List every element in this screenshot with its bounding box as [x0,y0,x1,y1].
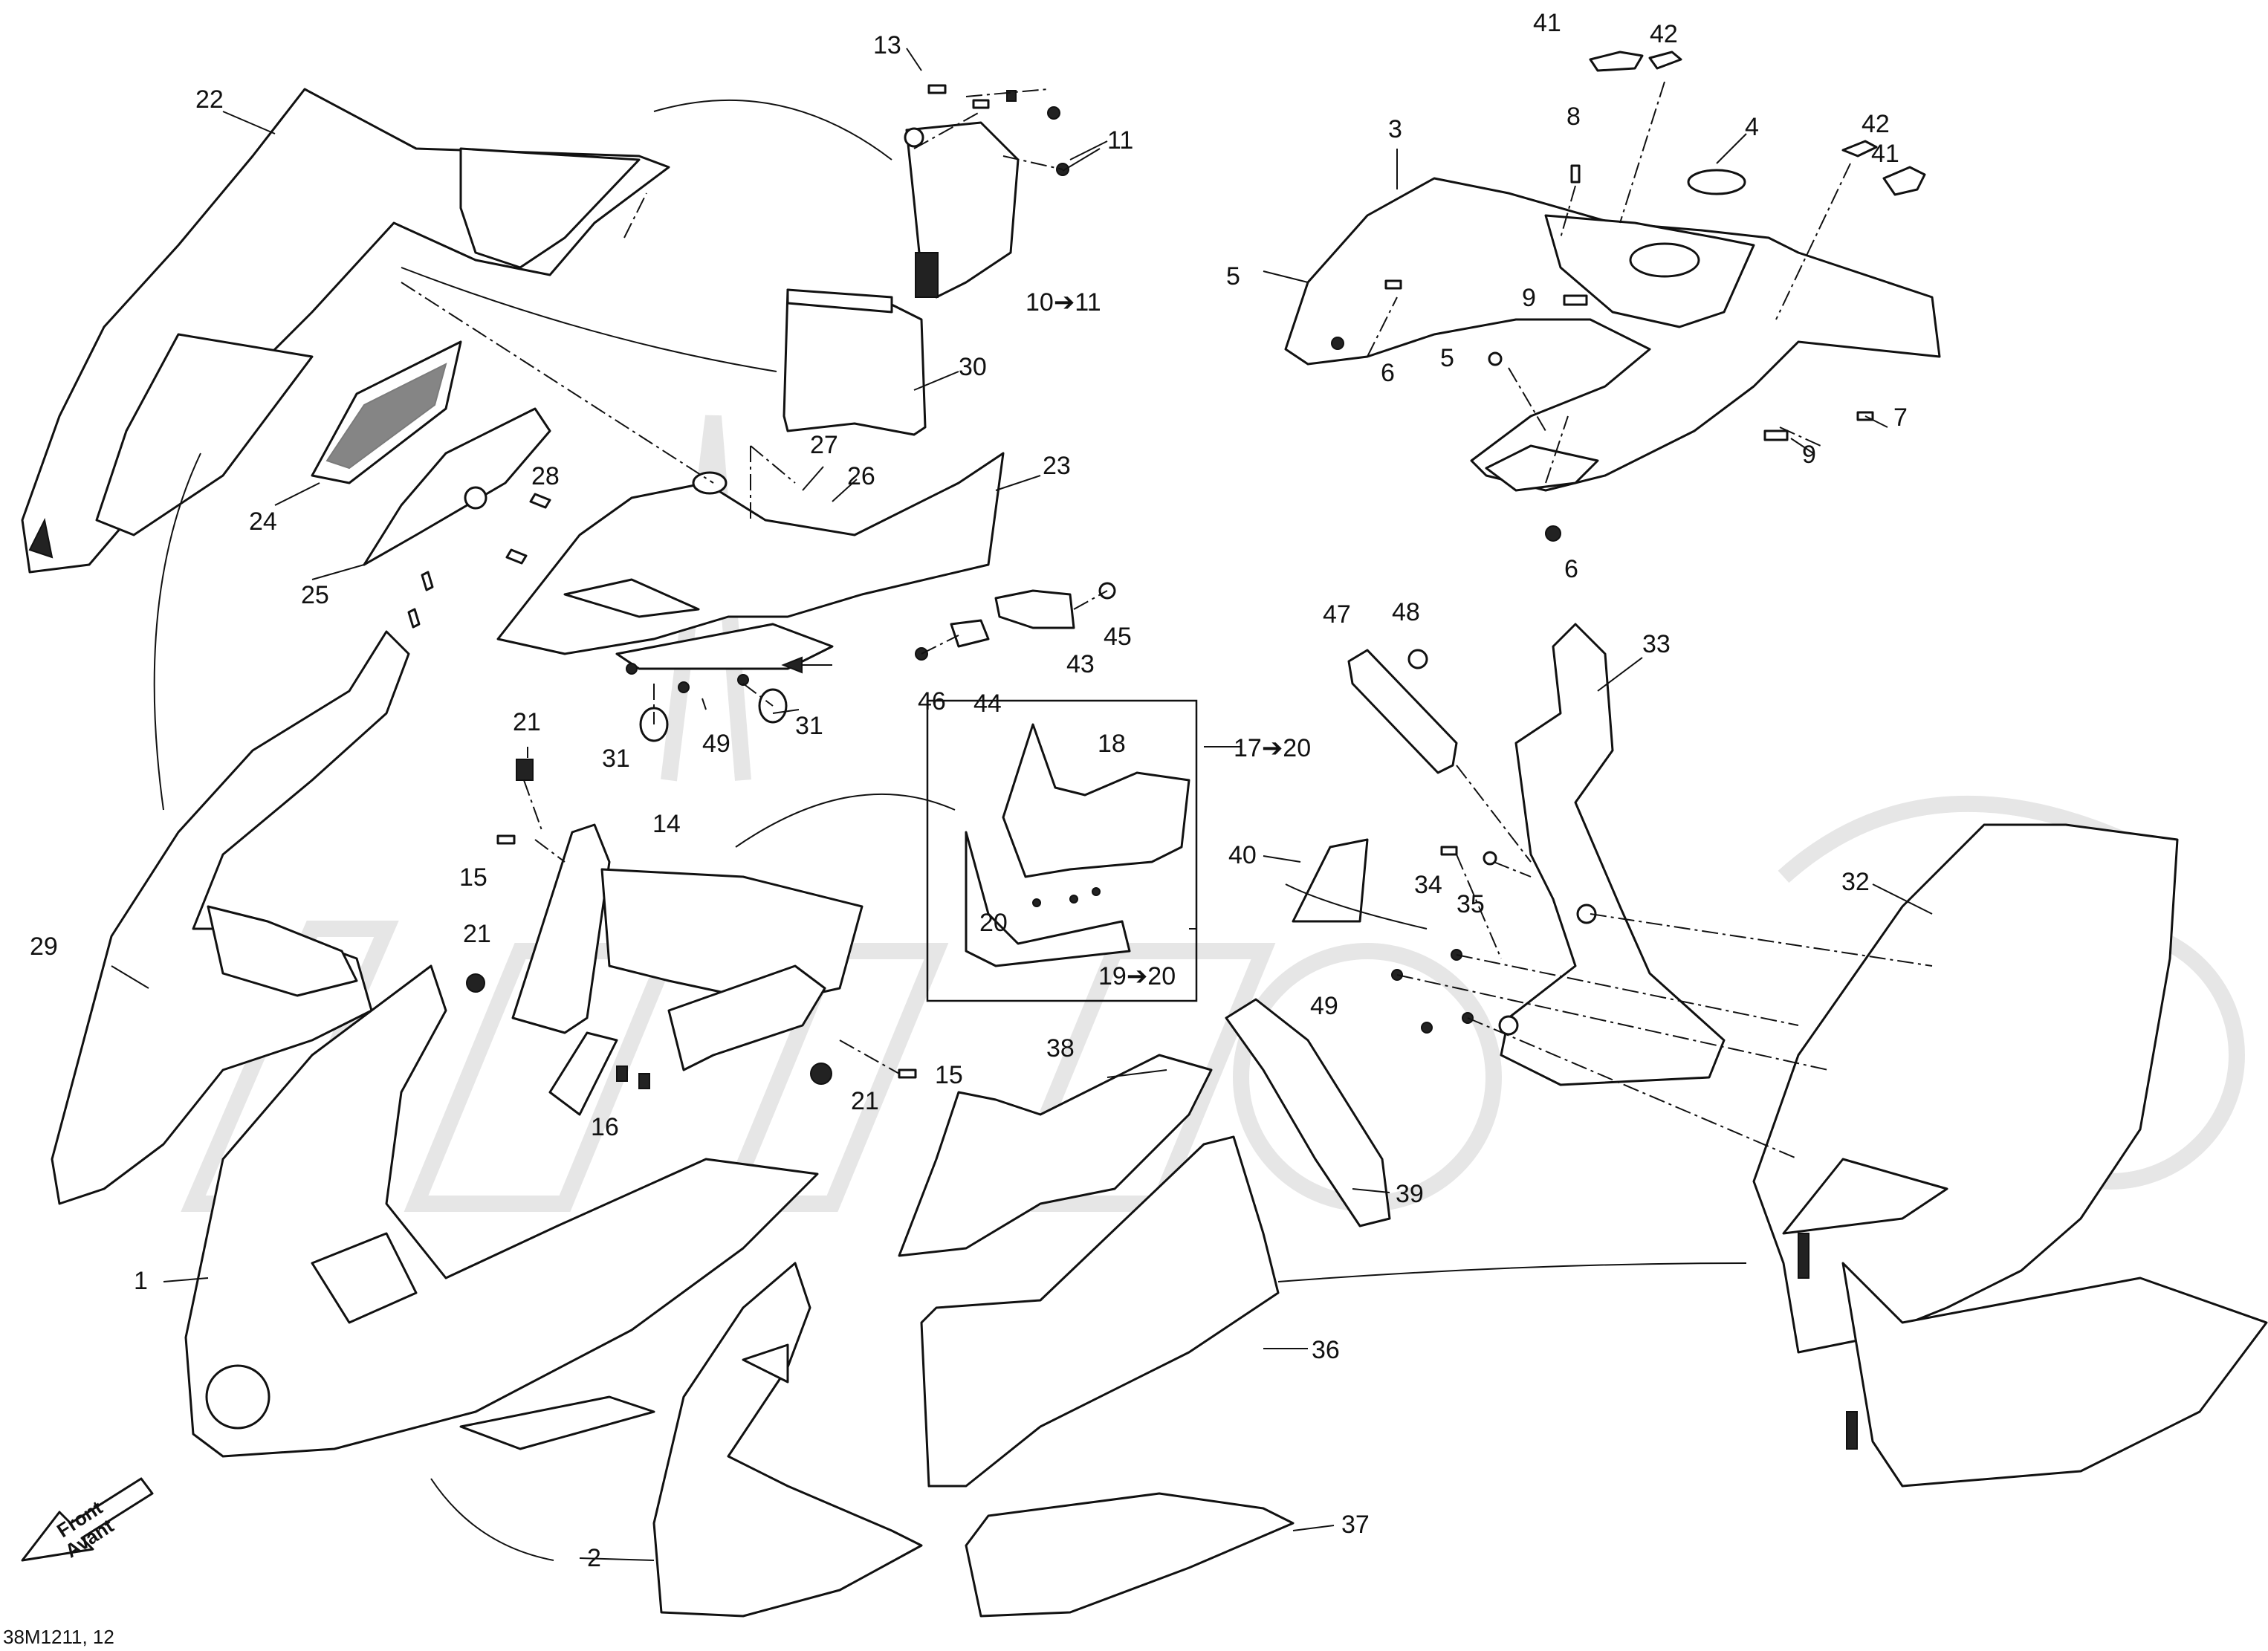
part-24-grille [311,340,462,484]
callout-8: 8 [1566,103,1581,131]
callout-41b: 41 [1871,140,1899,168]
front-direction-arrow: Front Avant [21,1477,154,1562]
callout-36: 36 [1312,1336,1340,1364]
part-2-lower-nose [652,1262,923,1618]
callout-46: 46 [918,687,946,716]
leader-lines [111,48,1933,1561]
part-23-frame [496,452,1005,742]
assembly-lines [401,81,1933,1160]
callout-labels: 1 2 3 4 5 5 6 6 7 8 9 9 10➔11 11 13 14 1… [30,9,1908,1572]
part-1-front-nose [184,964,819,1458]
assembly-arrows [153,99,1747,1561]
callout-39: 39 [1396,1180,1424,1208]
kit-17-20-box [926,699,1198,1002]
callout-30: 30 [959,353,987,381]
callout-32: 32 [1841,868,1870,896]
callout-31b: 31 [795,712,823,740]
callout-18: 18 [1098,730,1126,758]
callout-41a: 41 [1533,9,1561,37]
callout-10: 10➔11 [1026,288,1101,317]
callout-49b: 49 [1310,992,1338,1020]
callout-34: 34 [1414,871,1442,899]
callout-2: 2 [587,1544,601,1572]
callout-33: 33 [1642,630,1671,658]
callout-5a: 5 [1226,262,1240,291]
callout-47: 47 [1323,600,1351,629]
callout-4: 4 [1745,113,1759,141]
callout-38: 38 [1046,1034,1075,1063]
part-47-strap [1347,649,1458,774]
part-30-panel [783,288,927,436]
part-22-upper-fairing [21,88,670,574]
callout-21c: 21 [851,1087,879,1115]
callout-31a: 31 [602,745,630,773]
callout-6b: 6 [1564,555,1578,583]
part-10-bracket [904,121,1020,299]
callout-42a: 42 [1650,20,1678,48]
figure-id: 38M1211, 12 [3,1626,114,1648]
callout-22: 22 [195,85,224,114]
callout-26: 26 [847,462,875,490]
callout-25: 25 [301,581,329,609]
callout-15b: 15 [935,1061,963,1089]
callout-20: 20 [979,909,1008,937]
part-33-mount [1391,623,1726,1086]
callout-37: 37 [1341,1511,1370,1539]
callout-42b: 42 [1862,110,1890,138]
callout-48: 48 [1392,598,1420,626]
screws-28 [407,493,551,629]
parts-41-42-caps [1589,51,1926,196]
callout-14: 14 [652,810,681,838]
part-37-lower-panel [965,1492,1295,1618]
callout-21b: 21 [463,920,491,948]
callout-15a: 15 [459,863,487,892]
callout-19: 19➔20 [1098,962,1176,990]
part-40-block [1292,838,1369,923]
part-3-tank-cover [1284,164,1941,542]
callout-1: 1 [134,1267,148,1295]
callout-3: 3 [1388,115,1402,143]
part-29-side-fairing [51,630,410,1205]
part-14-bracket [466,759,917,1116]
callout-44: 44 [973,690,1002,718]
part-32-side-fairing [1752,823,2268,1488]
part-43-latch [915,582,1116,661]
callout-28: 28 [531,462,560,490]
callout-23: 23 [1043,452,1071,480]
fasteners-13-11 [927,84,1069,176]
callout-13: 13 [873,31,901,59]
callout-29: 29 [30,932,58,961]
callout-16: 16 [591,1113,619,1141]
callout-11: 11 [1107,126,1133,155]
part-38-panel [898,1054,1213,1257]
part-25-bracket [363,407,551,566]
callout-43: 43 [1066,650,1095,678]
callout-6a: 6 [1381,359,1395,387]
callout-40: 40 [1228,841,1257,869]
callout-7: 7 [1893,403,1908,432]
callout-24: 24 [249,507,277,536]
callout-9a: 9 [1522,284,1536,312]
callout-17: 17➔20 [1234,734,1311,762]
part-36-side-panel [920,1135,1280,1488]
part-39-strip [1225,998,1391,1227]
callout-9b: 9 [1802,441,1816,469]
callout-35: 35 [1457,890,1485,918]
callout-5b: 5 [1440,344,1454,372]
callout-21a: 21 [513,708,541,736]
callout-45: 45 [1104,623,1132,651]
callout-27: 27 [810,431,838,459]
callout-49a: 49 [702,730,730,758]
